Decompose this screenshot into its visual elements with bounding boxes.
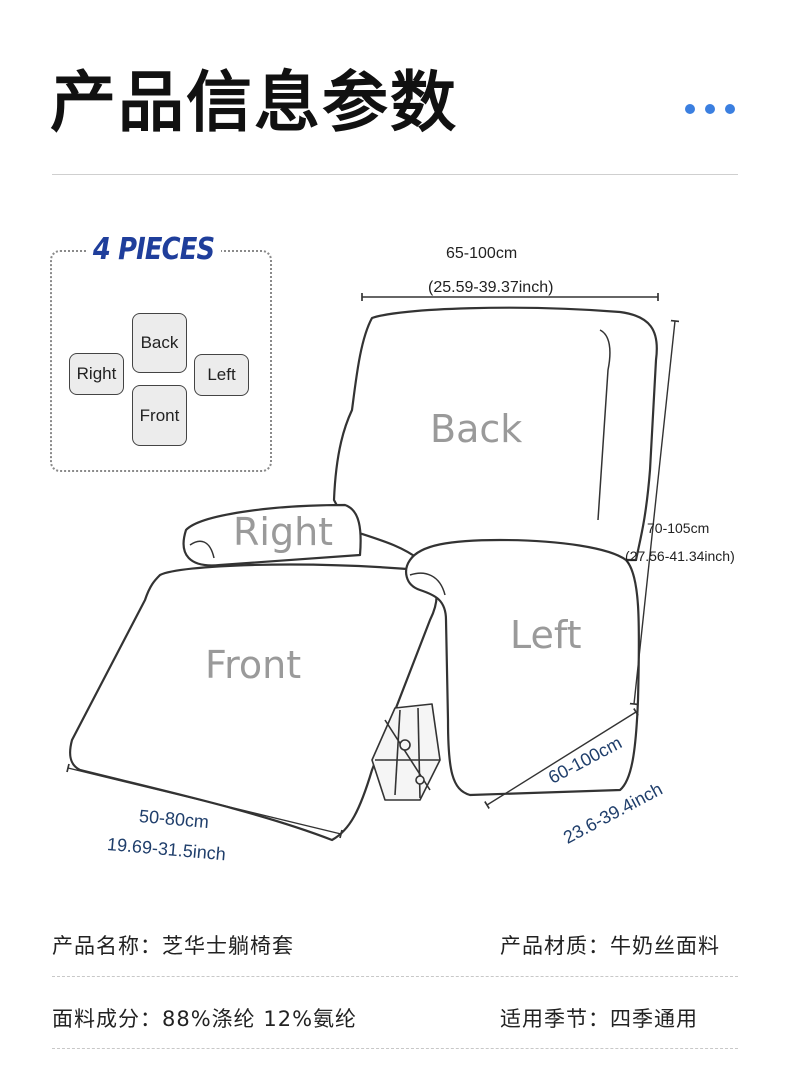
- chair-right-arm: [182, 503, 362, 567]
- piece-right: Right: [69, 353, 124, 395]
- page-title: 产品信息参数: [50, 64, 458, 141]
- chair-front: [69, 563, 438, 842]
- spec-divider-2: [52, 1048, 738, 1049]
- footrest-dimension-line: [66, 763, 343, 839]
- chair-mechanism: [371, 703, 441, 801]
- spec-season: 适用季节：四季通用: [500, 1007, 698, 1031]
- piece-left: Left: [194, 354, 249, 396]
- piece-back: Back: [132, 313, 187, 373]
- depth-dimension-line: [484, 707, 639, 810]
- width-inch-label: (25.59-39.37inch): [428, 279, 554, 296]
- spec-material: 产品材质：牛奶丝面料: [500, 934, 720, 958]
- title-divider: [52, 174, 738, 175]
- height-dimension-line: [629, 319, 680, 706]
- more-dots-icon: [685, 104, 735, 114]
- spec-product-name: 产品名称：芝华士躺椅套: [52, 934, 294, 958]
- height-cm-label: 70-105cm: [647, 520, 710, 536]
- height-inch-label: (27.56-41.34inch): [625, 548, 735, 564]
- chair-label-back: Back: [430, 407, 522, 451]
- chair-label-left: Left: [510, 613, 582, 657]
- width-cm-label: 65-100cm: [446, 245, 518, 262]
- chair-label-right: Right: [233, 510, 333, 554]
- piece-front: Front: [132, 385, 187, 446]
- spec-composition: 面料成分：88%涤纶 12%氨纶: [52, 1007, 358, 1031]
- pieces-title: 4 PIECES: [86, 232, 222, 267]
- chair-label-front: Front: [205, 643, 301, 687]
- spec-divider-1: [52, 976, 738, 977]
